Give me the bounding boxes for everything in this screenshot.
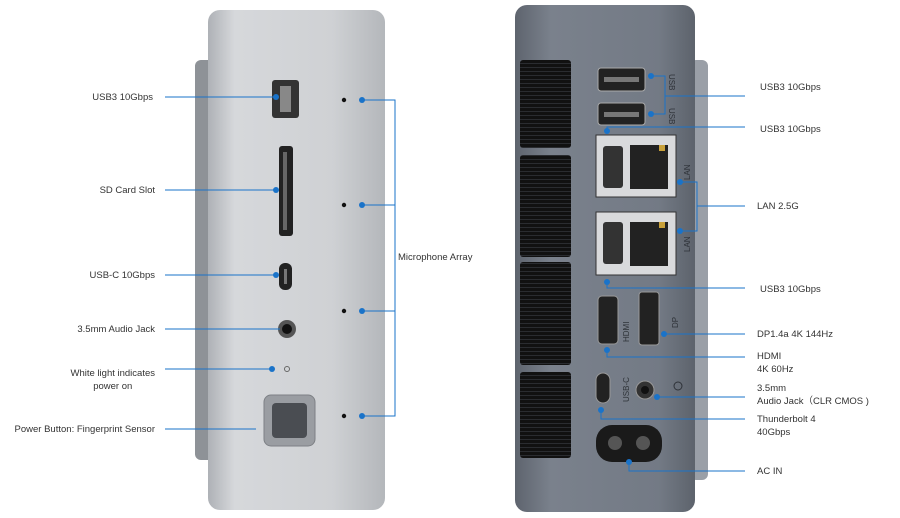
label-sd-card-slot: SD Card Slot [99, 185, 155, 196]
back-callout-dots [598, 73, 683, 465]
front-body [208, 10, 385, 510]
fingerprint-sensor [272, 403, 307, 438]
back-device: USB USB LAN LAN HDMI DP USB-C [515, 5, 708, 512]
hdmi-port [597, 295, 619, 345]
usb-c-mark: USB-C [622, 377, 631, 402]
audio-jack-hole [282, 324, 292, 334]
label-audio-jack: 3.5mm Audio Jack [77, 324, 155, 335]
label-thunderbolt-line-1: Thunderbolt 4 [757, 414, 816, 425]
usb-port-2-tongue [604, 112, 639, 117]
label-usb3-c: USB3 10Gbps [760, 284, 821, 295]
label-usb3-a: USB3 10Gbps [760, 82, 821, 93]
usb-mark: USB [667, 108, 676, 124]
label-hdmi: HDMI 4K 60Hz [757, 350, 793, 376]
label-hdmi-line-1: HDMI [757, 351, 782, 362]
lan-usb-block-2 [595, 211, 677, 276]
lan-mark: LAN [683, 164, 692, 180]
clr-cmos-icon [673, 381, 683, 391]
label-back-audio-line-2: Audio Jack（CLR CMOS ) [757, 396, 869, 407]
back-audio-hole [641, 386, 649, 394]
label-power-led: White light indicates power on [71, 367, 155, 393]
sd-slot-inner [283, 152, 287, 230]
label-usb3: USB3 10Gbps [92, 92, 153, 103]
label-back-audio: 3.5mm Audio Jack（CLR CMOS ) [757, 382, 869, 408]
label-lan: LAN 2.5G [757, 201, 799, 212]
front-device [195, 10, 385, 510]
label-ac-in: AC IN [757, 466, 783, 477]
label-usb-c: USB-C 10Gbps [89, 270, 155, 281]
label-back-audio-line-1: 3.5mm [757, 383, 787, 394]
usb-c-thunderbolt-port [595, 372, 611, 404]
lan-usb-block-1 [595, 134, 677, 198]
label-thunderbolt: Thunderbolt 4 40Gbps [757, 413, 816, 439]
front-callout-dots [269, 94, 365, 419]
label-hdmi-line-2: 4K 60Hz [757, 364, 794, 375]
label-microphone-array: Microphone Array [398, 252, 473, 263]
ac-pin-1 [608, 436, 622, 450]
vents [520, 60, 571, 458]
label-power-led-line-1: White light indicates [70, 368, 155, 379]
usb-a-tongue [280, 86, 291, 112]
usb-port-1-tongue [604, 77, 639, 82]
usb-c-tongue [284, 269, 287, 284]
dp-port [638, 291, 660, 346]
ac-inlet [596, 425, 662, 462]
lan-mark: LAN [683, 236, 692, 252]
hdmi-mark: HDMI [622, 322, 631, 342]
label-dp: DP1.4a 4K 144Hz [757, 329, 834, 340]
label-thunderbolt-line-2: 40Gbps [757, 427, 791, 438]
microphone-holes [341, 97, 347, 419]
label-power-led-line-2: power on [93, 381, 133, 392]
label-usb3-b: USB3 10Gbps [760, 124, 821, 135]
dp-mark: DP [671, 317, 680, 328]
usb-mark: USB [667, 74, 676, 90]
label-power-button: Power Button: Fingerprint Sensor [14, 424, 155, 435]
front-callout-lines [165, 96, 396, 430]
ac-pin-2 [636, 436, 650, 450]
power-led-icon [284, 366, 290, 372]
